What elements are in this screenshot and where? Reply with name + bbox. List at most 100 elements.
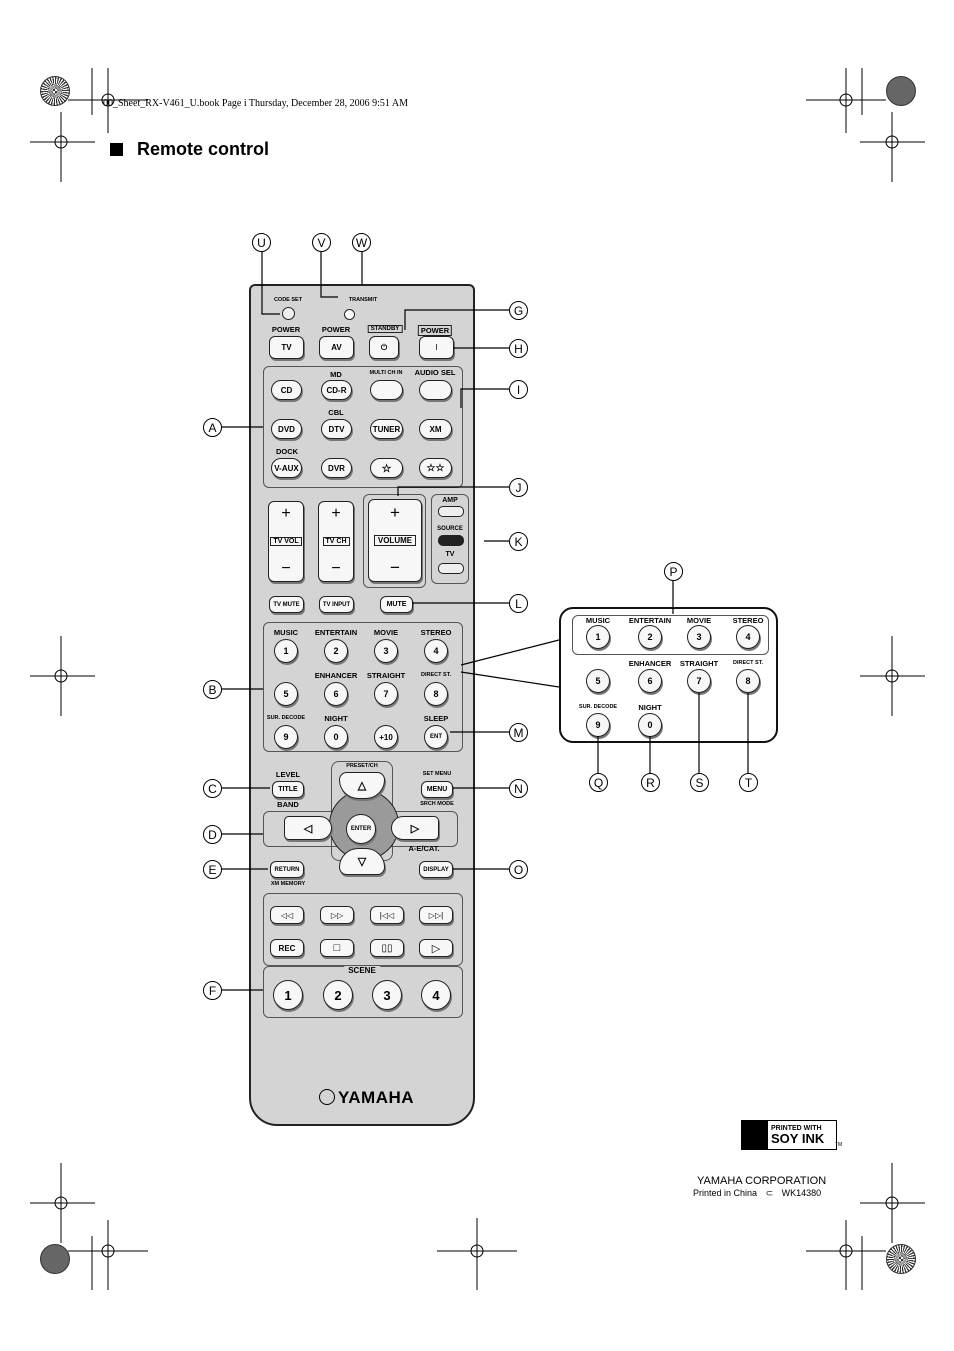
transmit-label: TRANSMIT bbox=[348, 297, 378, 303]
skip-forward-button[interactable]: ▷▷| bbox=[419, 906, 453, 924]
volume-label: VOLUME bbox=[373, 535, 417, 546]
printed-line: Printed in China ⊂ WK14380 bbox=[693, 1188, 821, 1199]
key-1[interactable]: 1 bbox=[274, 639, 298, 663]
dvr-button[interactable]: DVR bbox=[321, 458, 352, 478]
play-button[interactable]: ▷ bbox=[419, 939, 453, 957]
zoom-key-4: 4 bbox=[736, 625, 760, 649]
ent-button[interactable]: ENT bbox=[424, 725, 448, 749]
volume-plus[interactable]: + bbox=[390, 503, 400, 522]
title-button[interactable]: TITLE bbox=[272, 781, 304, 798]
input-selector-group bbox=[263, 366, 463, 488]
tv-vol-minus[interactable]: − bbox=[281, 560, 291, 577]
tv-power-button[interactable]: TV bbox=[269, 336, 304, 359]
tuning-fork-logo-icon bbox=[319, 1089, 335, 1105]
tv-switch-position[interactable] bbox=[438, 563, 464, 574]
volume-rocker[interactable]: + VOLUME − bbox=[368, 499, 422, 582]
display-button[interactable]: DISPLAY bbox=[419, 861, 453, 878]
callout-q: Q bbox=[589, 773, 608, 792]
printed-in: Printed in China bbox=[693, 1188, 758, 1198]
callout-k: K bbox=[509, 532, 528, 551]
xm-button[interactable]: XM bbox=[419, 419, 452, 439]
sound-field-zoom-panel: MUSIC ENTERTAIN MOVIE STEREO 1 2 3 4 ENH… bbox=[559, 607, 778, 743]
tv-mute-button[interactable]: TV MUTE bbox=[269, 596, 304, 613]
soy-drop-icon bbox=[742, 1121, 768, 1149]
tv-mode-label: TV bbox=[445, 551, 455, 558]
callout-a: A bbox=[203, 418, 222, 437]
sleep-label: SLEEP bbox=[423, 714, 449, 723]
source-switch-position[interactable] bbox=[438, 535, 464, 546]
fast-forward-button[interactable]: ▷▷ bbox=[320, 906, 354, 924]
sound-field-group bbox=[263, 622, 463, 752]
audio-sel-button[interactable] bbox=[419, 380, 452, 400]
code-set-button[interactable] bbox=[282, 307, 295, 320]
cbl-label: CBL bbox=[328, 408, 344, 417]
page-title: Remote control bbox=[137, 139, 270, 159]
key-3[interactable]: 3 bbox=[374, 639, 398, 663]
tv-vol-rocker[interactable]: + TV VOL − bbox=[268, 501, 304, 582]
corporation-name: YAMAHA CORPORATION bbox=[697, 1175, 827, 1187]
scene-2-button[interactable]: 2 bbox=[323, 980, 353, 1010]
pause-button[interactable]: ▯▯ bbox=[370, 939, 404, 957]
volume-minus[interactable]: − bbox=[390, 558, 400, 577]
callout-i: I bbox=[509, 380, 528, 399]
key-6[interactable]: 6 bbox=[324, 682, 348, 706]
key-0[interactable]: 0 bbox=[324, 725, 348, 749]
key-plus-10[interactable]: +10 bbox=[374, 725, 398, 749]
enter-button[interactable]: ENTER bbox=[346, 814, 376, 844]
double-star-button[interactable]: ☆☆ bbox=[419, 458, 452, 478]
star-button[interactable]: ☆ bbox=[370, 458, 403, 478]
v-aux-button[interactable]: V-AUX bbox=[271, 458, 302, 478]
callout-l: L bbox=[509, 594, 528, 613]
return-button[interactable]: RETURN bbox=[270, 861, 304, 878]
registration-dial-bottom-right bbox=[886, 1244, 916, 1274]
key-7[interactable]: 7 bbox=[374, 682, 398, 706]
cursor-left-button[interactable]: ◁ bbox=[284, 816, 332, 840]
scene-4-button[interactable]: 4 bbox=[421, 980, 451, 1010]
callout-v: V bbox=[312, 233, 331, 252]
receiver-power-label: POWER bbox=[417, 325, 453, 336]
key-2[interactable]: 2 bbox=[324, 639, 348, 663]
file-header-line: 00_Sheet_RX-V461_U.book Page i Thursday,… bbox=[103, 98, 408, 109]
bullet-square-icon bbox=[110, 143, 123, 156]
cursor-right-button[interactable]: ▷ bbox=[391, 816, 439, 840]
menu-button[interactable]: MENU bbox=[421, 781, 453, 798]
key-9[interactable]: 9 bbox=[274, 725, 298, 749]
tv-vol-plus[interactable]: + bbox=[281, 505, 291, 522]
dtv-button[interactable]: DTV bbox=[321, 419, 352, 439]
tuner-button[interactable]: TUNER bbox=[370, 419, 403, 439]
zoom-key-0: 0 bbox=[638, 713, 662, 737]
key-8[interactable]: 8 bbox=[424, 682, 448, 706]
scene-3-button[interactable]: 3 bbox=[372, 980, 402, 1010]
zoom-movie-label: MOVIE bbox=[686, 616, 712, 625]
sf-direct-st-label: DIRECT ST. bbox=[421, 672, 451, 678]
rec-button[interactable]: REC bbox=[270, 939, 304, 957]
stop-button[interactable]: □ bbox=[320, 939, 354, 957]
band-label: BAND bbox=[277, 800, 299, 809]
mute-button[interactable]: MUTE bbox=[380, 596, 413, 613]
scene-1-button[interactable]: 1 bbox=[273, 980, 303, 1010]
source-label: SOURCE bbox=[437, 526, 463, 532]
cursor-up-button[interactable]: △ bbox=[339, 772, 385, 799]
tv-ch-minus[interactable]: − bbox=[331, 560, 341, 577]
tv-ch-rocker[interactable]: + TV CH − bbox=[318, 501, 354, 582]
cd-r-button[interactable]: CD-R bbox=[321, 380, 352, 400]
key-4[interactable]: 4 bbox=[424, 639, 448, 663]
tv-ch-plus[interactable]: + bbox=[331, 505, 341, 522]
transmit-indicator bbox=[344, 309, 355, 320]
key-5[interactable]: 5 bbox=[274, 682, 298, 706]
skip-back-button[interactable]: |◁◁ bbox=[370, 906, 404, 924]
zoom-key-5: 5 bbox=[586, 669, 610, 693]
zoom-key-3: 3 bbox=[687, 625, 711, 649]
dvd-button[interactable]: DVD bbox=[271, 419, 302, 439]
standby-button[interactable]: ⏻ bbox=[369, 336, 399, 359]
callout-n: N bbox=[509, 779, 528, 798]
standby-label: STANDBY bbox=[367, 325, 403, 333]
tv-input-button[interactable]: TV INPUT bbox=[319, 596, 354, 613]
rewind-button[interactable]: ◁◁ bbox=[270, 906, 304, 924]
cd-button[interactable]: CD bbox=[271, 380, 302, 400]
amp-switch-position[interactable] bbox=[438, 506, 464, 517]
remote-control-body: CODE SET TRANSMIT POWER POWER STANDBY PO… bbox=[249, 284, 475, 1126]
multi-ch-in-button[interactable] bbox=[370, 380, 403, 400]
av-power-button[interactable]: AV bbox=[319, 336, 354, 359]
tv-ch-label: TV CH bbox=[322, 537, 350, 546]
